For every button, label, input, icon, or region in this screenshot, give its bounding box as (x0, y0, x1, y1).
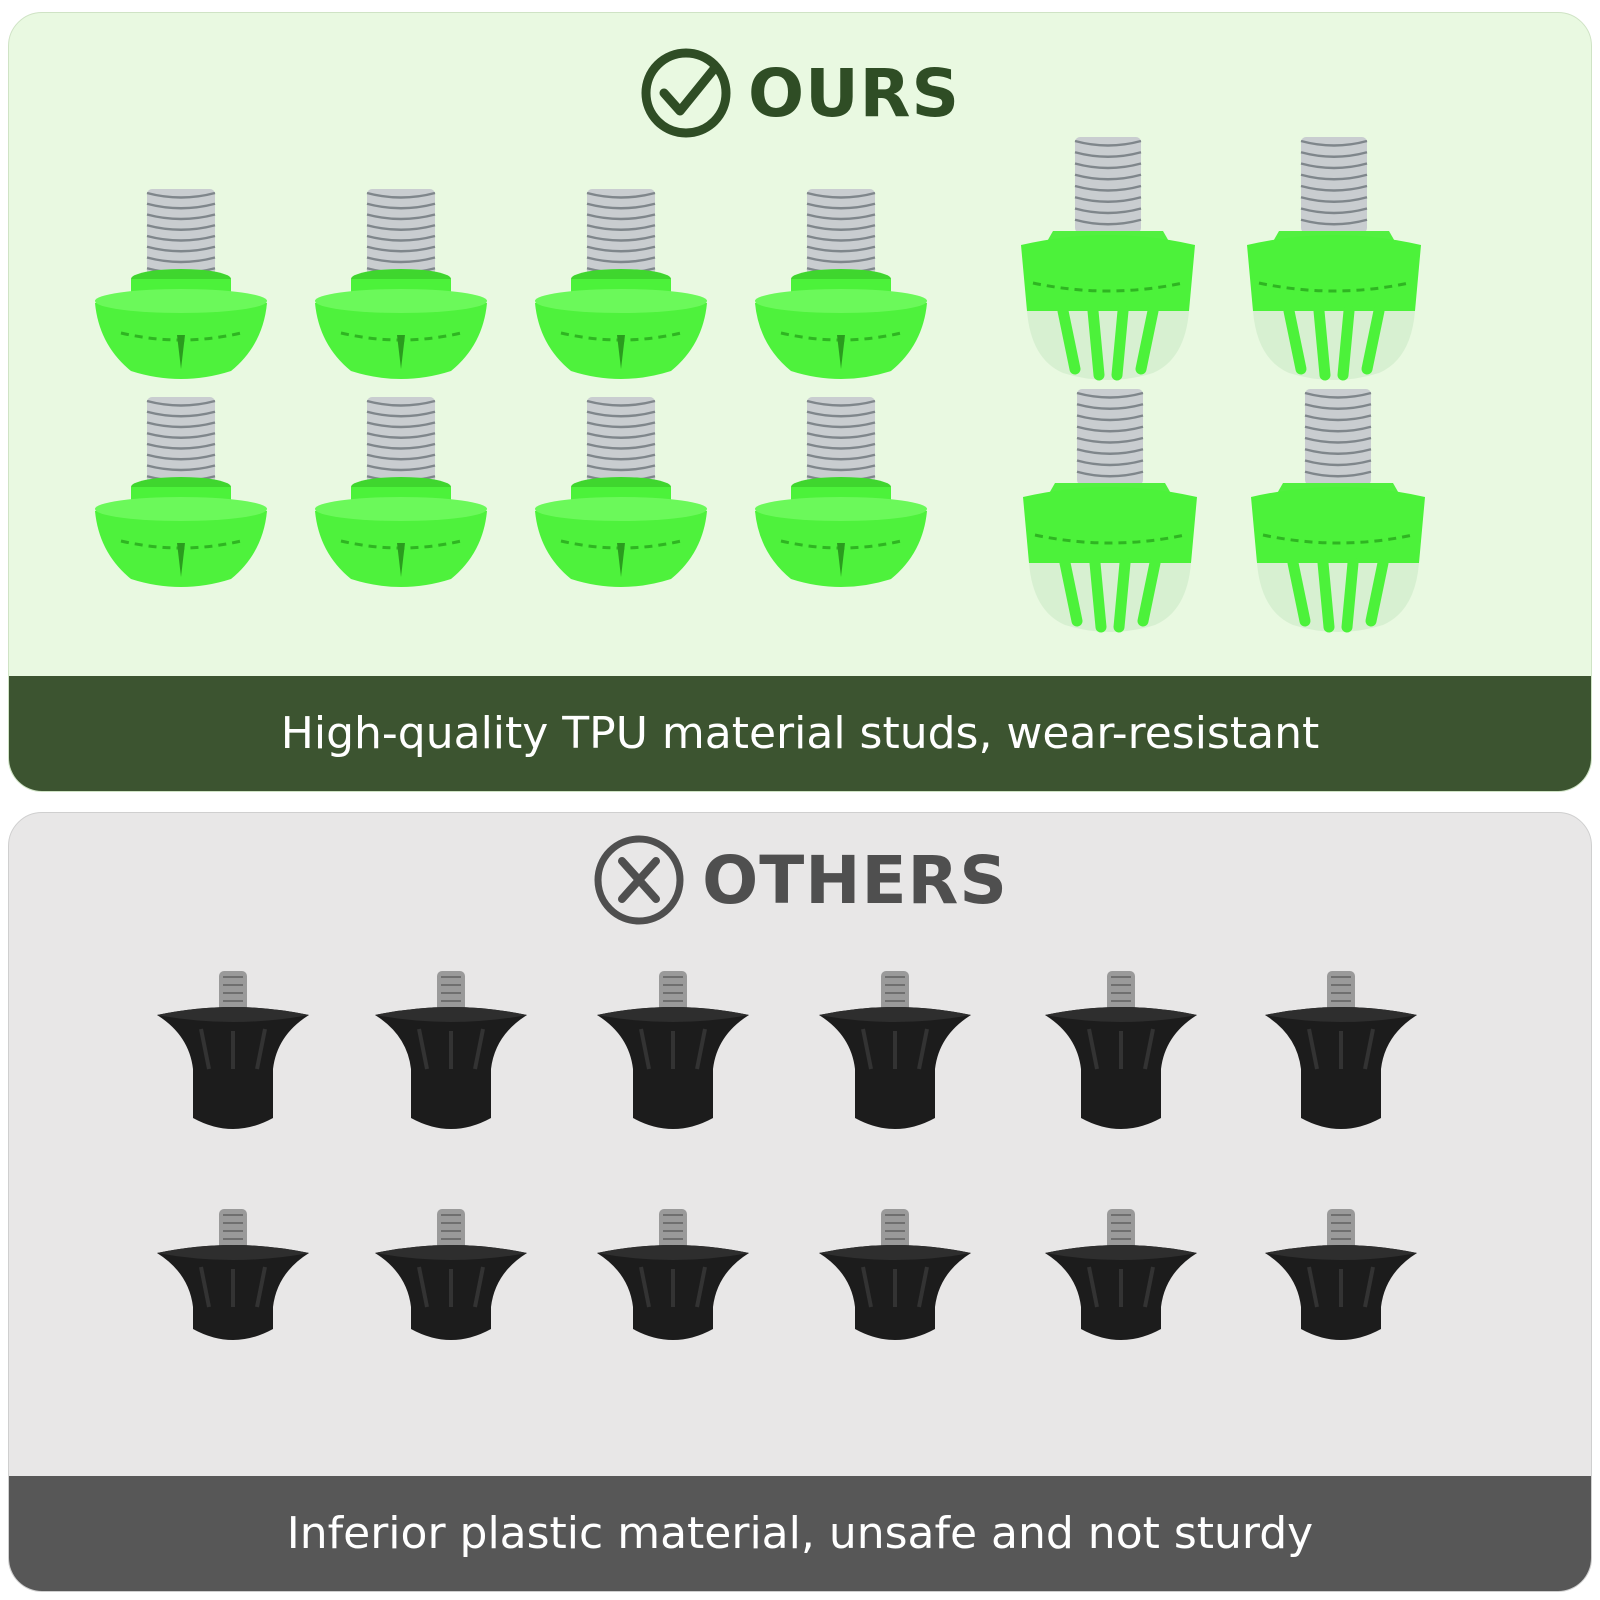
others-caption: Inferior plastic material, unsafe and no… (286, 1508, 1314, 1559)
black-stud-image (371, 969, 531, 1149)
ours-panel: OURS (8, 12, 1592, 792)
ours-caption-bar: High-quality TPU material studs, wear-re… (9, 676, 1591, 791)
ours-heading-text: OURS (747, 54, 961, 132)
green-stud-image (1239, 133, 1429, 388)
green-stud-image (531, 185, 711, 390)
green-stud-image (531, 393, 711, 598)
green-stud-image (751, 185, 931, 390)
x-circle-icon (594, 835, 684, 925)
ours-caption: High-quality TPU material studs, wear-re… (280, 708, 1320, 759)
green-stud-image (1243, 385, 1433, 640)
black-stud-image (1261, 1207, 1421, 1387)
check-circle-icon (641, 48, 731, 138)
others-panel: OTHERS (8, 812, 1592, 1592)
green-stud-image (91, 393, 271, 598)
ours-heading: OURS (9, 47, 1591, 139)
black-stud-image (371, 1207, 531, 1387)
black-stud-image (153, 969, 313, 1149)
black-stud-image (1041, 969, 1201, 1149)
others-heading-text: OTHERS (702, 841, 1008, 919)
others-heading: OTHERS (9, 833, 1591, 927)
black-stud-image (1261, 969, 1421, 1149)
others-caption-bar: Inferior plastic material, unsafe and no… (9, 1476, 1591, 1591)
green-stud-image (1015, 385, 1205, 640)
green-stud-image (311, 393, 491, 598)
black-stud-image (153, 1207, 313, 1387)
black-stud-image (593, 1207, 753, 1387)
green-stud-image (91, 185, 271, 390)
black-stud-image (815, 1207, 975, 1387)
black-stud-image (1041, 1207, 1201, 1387)
green-stud-image (311, 185, 491, 390)
green-stud-image (751, 393, 931, 598)
black-stud-image (593, 969, 753, 1149)
green-stud-image (1013, 133, 1203, 388)
black-stud-image (815, 969, 975, 1149)
